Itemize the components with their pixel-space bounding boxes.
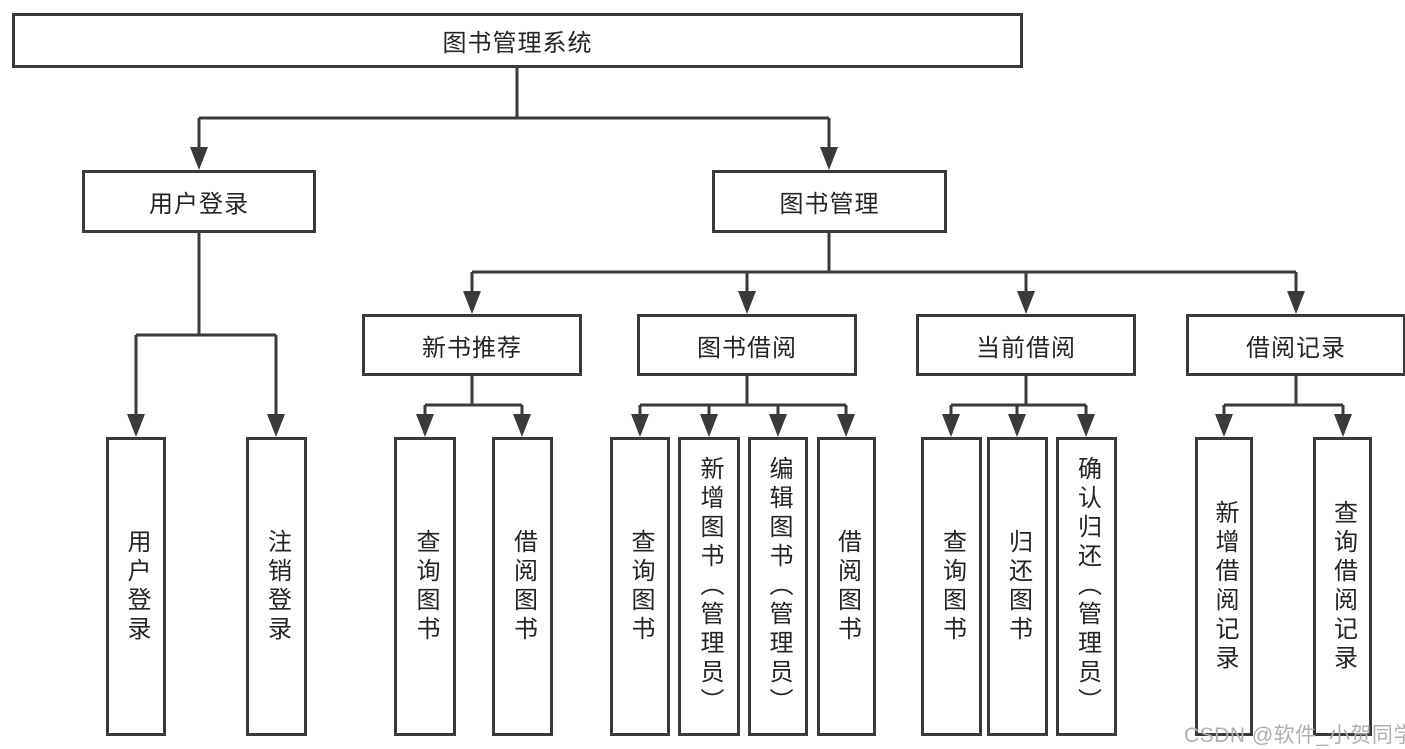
node-current-borrowing: 当前借阅 (916, 314, 1136, 376)
leaf-label: 用户登录 (123, 528, 150, 645)
leaf-label: 确认归还（管理员） (1073, 456, 1101, 717)
leaf-label: 归还图书 (1004, 528, 1032, 645)
arrow-icon (1287, 291, 1305, 314)
arrow-icon (769, 414, 787, 437)
arrow-icon (267, 414, 285, 437)
arrow-icon (631, 414, 649, 437)
node-new-book-recommend: 新书推荐 (362, 314, 582, 376)
arrow-icon (1077, 414, 1095, 437)
arrow-icon (463, 291, 481, 314)
arrow-icon (837, 414, 855, 437)
arrow-icon (942, 414, 960, 437)
leaf-query-books-current: 查询图书 (921, 437, 982, 736)
leaf-user-login: 用户登录 (106, 437, 166, 736)
arrow-icon (416, 414, 434, 437)
leaf-label: 查询图书 (627, 528, 654, 645)
leaf-query-books-recommend: 查询图书 (394, 437, 456, 736)
tree-edges (134, 68, 1345, 416)
node-label: 借阅记录 (1246, 334, 1346, 362)
leaf-confirm-return-admin: 确认归还（管理员） (1056, 437, 1117, 736)
node-label: 新书推荐 (422, 334, 522, 362)
node-borrowing-records: 借阅记录 (1186, 314, 1405, 376)
leaf-borrow-books-recommend: 借阅图书 (492, 437, 553, 736)
leaf-query-books-borrowing: 查询图书 (610, 437, 670, 736)
node-root-system: 图书管理系统 (12, 13, 1023, 68)
arrow-icon (1017, 291, 1035, 314)
node-label: 图书管理 (779, 191, 880, 218)
csdn-watermark: CSDN @软件_小贺同学 (1184, 724, 1405, 747)
node-book-management: 图书管理 (712, 170, 947, 233)
leaf-edit-books-admin: 编辑图书（管理员） (748, 437, 808, 736)
node-user-login: 用户登录 (82, 170, 316, 233)
node-label: 图书管理系统 (442, 30, 593, 57)
node-label: 用户登录 (149, 191, 249, 218)
arrow-icon (1334, 414, 1352, 437)
arrow-icon (820, 147, 838, 170)
leaf-label: 查询图书 (938, 528, 966, 645)
arrowheads (127, 147, 1352, 437)
node-label: 图书借阅 (697, 334, 797, 362)
node-book-borrowing: 图书借阅 (637, 314, 857, 376)
leaf-query-borrow-record: 查询借阅记录 (1313, 437, 1372, 736)
leaf-add-borrow-record: 新增借阅记录 (1195, 437, 1253, 736)
arrow-icon (127, 414, 145, 437)
arrow-icon (513, 414, 531, 437)
leaf-label: 查询借阅记录 (1329, 499, 1357, 674)
arrow-icon (700, 414, 718, 437)
arrow-icon (1008, 414, 1026, 437)
arrow-icon (738, 291, 756, 314)
leaf-label: 借阅图书 (509, 528, 537, 645)
leaf-label: 借阅图书 (833, 528, 861, 645)
leaf-logout: 注销登录 (246, 437, 307, 736)
leaf-label: 新增借阅记录 (1211, 499, 1238, 674)
arrow-icon (190, 147, 208, 170)
leaf-return-books: 归还图书 (987, 437, 1048, 736)
leaf-label: 编辑图书（管理员） (765, 456, 792, 717)
node-label: 当前借阅 (976, 334, 1076, 362)
leaf-borrow-books: 借阅图书 (817, 437, 876, 736)
leaf-label: 新增图书（管理员） (696, 456, 723, 717)
arrow-icon (1215, 414, 1233, 437)
leaf-label: 查询图书 (412, 528, 439, 645)
leaf-label: 注销登录 (263, 528, 291, 645)
leaf-add-books-admin: 新增图书（管理员） (678, 437, 740, 736)
